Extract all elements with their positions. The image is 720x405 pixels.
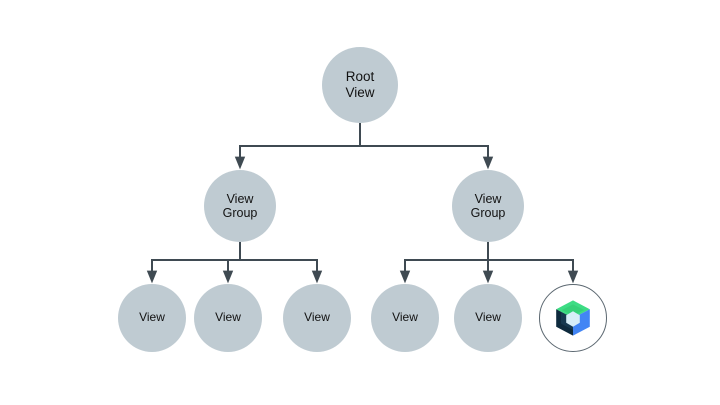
node-compose-view[interactable] bbox=[539, 284, 607, 352]
node-root-view-label: Root View bbox=[345, 69, 375, 100]
edge-group-left-to-leaf-2 bbox=[222, 259, 240, 284]
node-view-group-left-label: View Group bbox=[222, 191, 258, 220]
node-view-5[interactable]: View bbox=[454, 284, 522, 352]
edge-root-to-group-right bbox=[360, 145, 494, 170]
edge-group-left-to-leaf-3 bbox=[240, 259, 323, 284]
node-root-view[interactable]: Root View bbox=[322, 47, 398, 123]
node-view-group-right-label: View Group bbox=[470, 191, 506, 220]
edge-group-right-to-leaf-4 bbox=[399, 259, 488, 284]
node-view-1[interactable]: View bbox=[118, 284, 186, 352]
edge-group-left-to-leaf-1 bbox=[146, 259, 240, 284]
node-view-4[interactable]: View bbox=[371, 284, 439, 352]
node-view-3-label: View bbox=[304, 310, 330, 325]
node-view-group-right[interactable]: View Group bbox=[452, 170, 524, 242]
node-view-4-label: View bbox=[392, 310, 418, 325]
edge-root-to-group-left bbox=[234, 145, 360, 170]
node-view-5-label: View bbox=[475, 310, 501, 325]
node-view-3[interactable]: View bbox=[283, 284, 351, 352]
jetpack-compose-icon bbox=[556, 300, 590, 336]
node-view-2-label: View bbox=[215, 310, 241, 325]
node-view-2[interactable]: View bbox=[194, 284, 262, 352]
node-view-group-left[interactable]: View Group bbox=[204, 170, 276, 242]
edge-group-right-to-leaf-compose bbox=[488, 259, 579, 284]
node-view-1-label: View bbox=[139, 310, 165, 325]
